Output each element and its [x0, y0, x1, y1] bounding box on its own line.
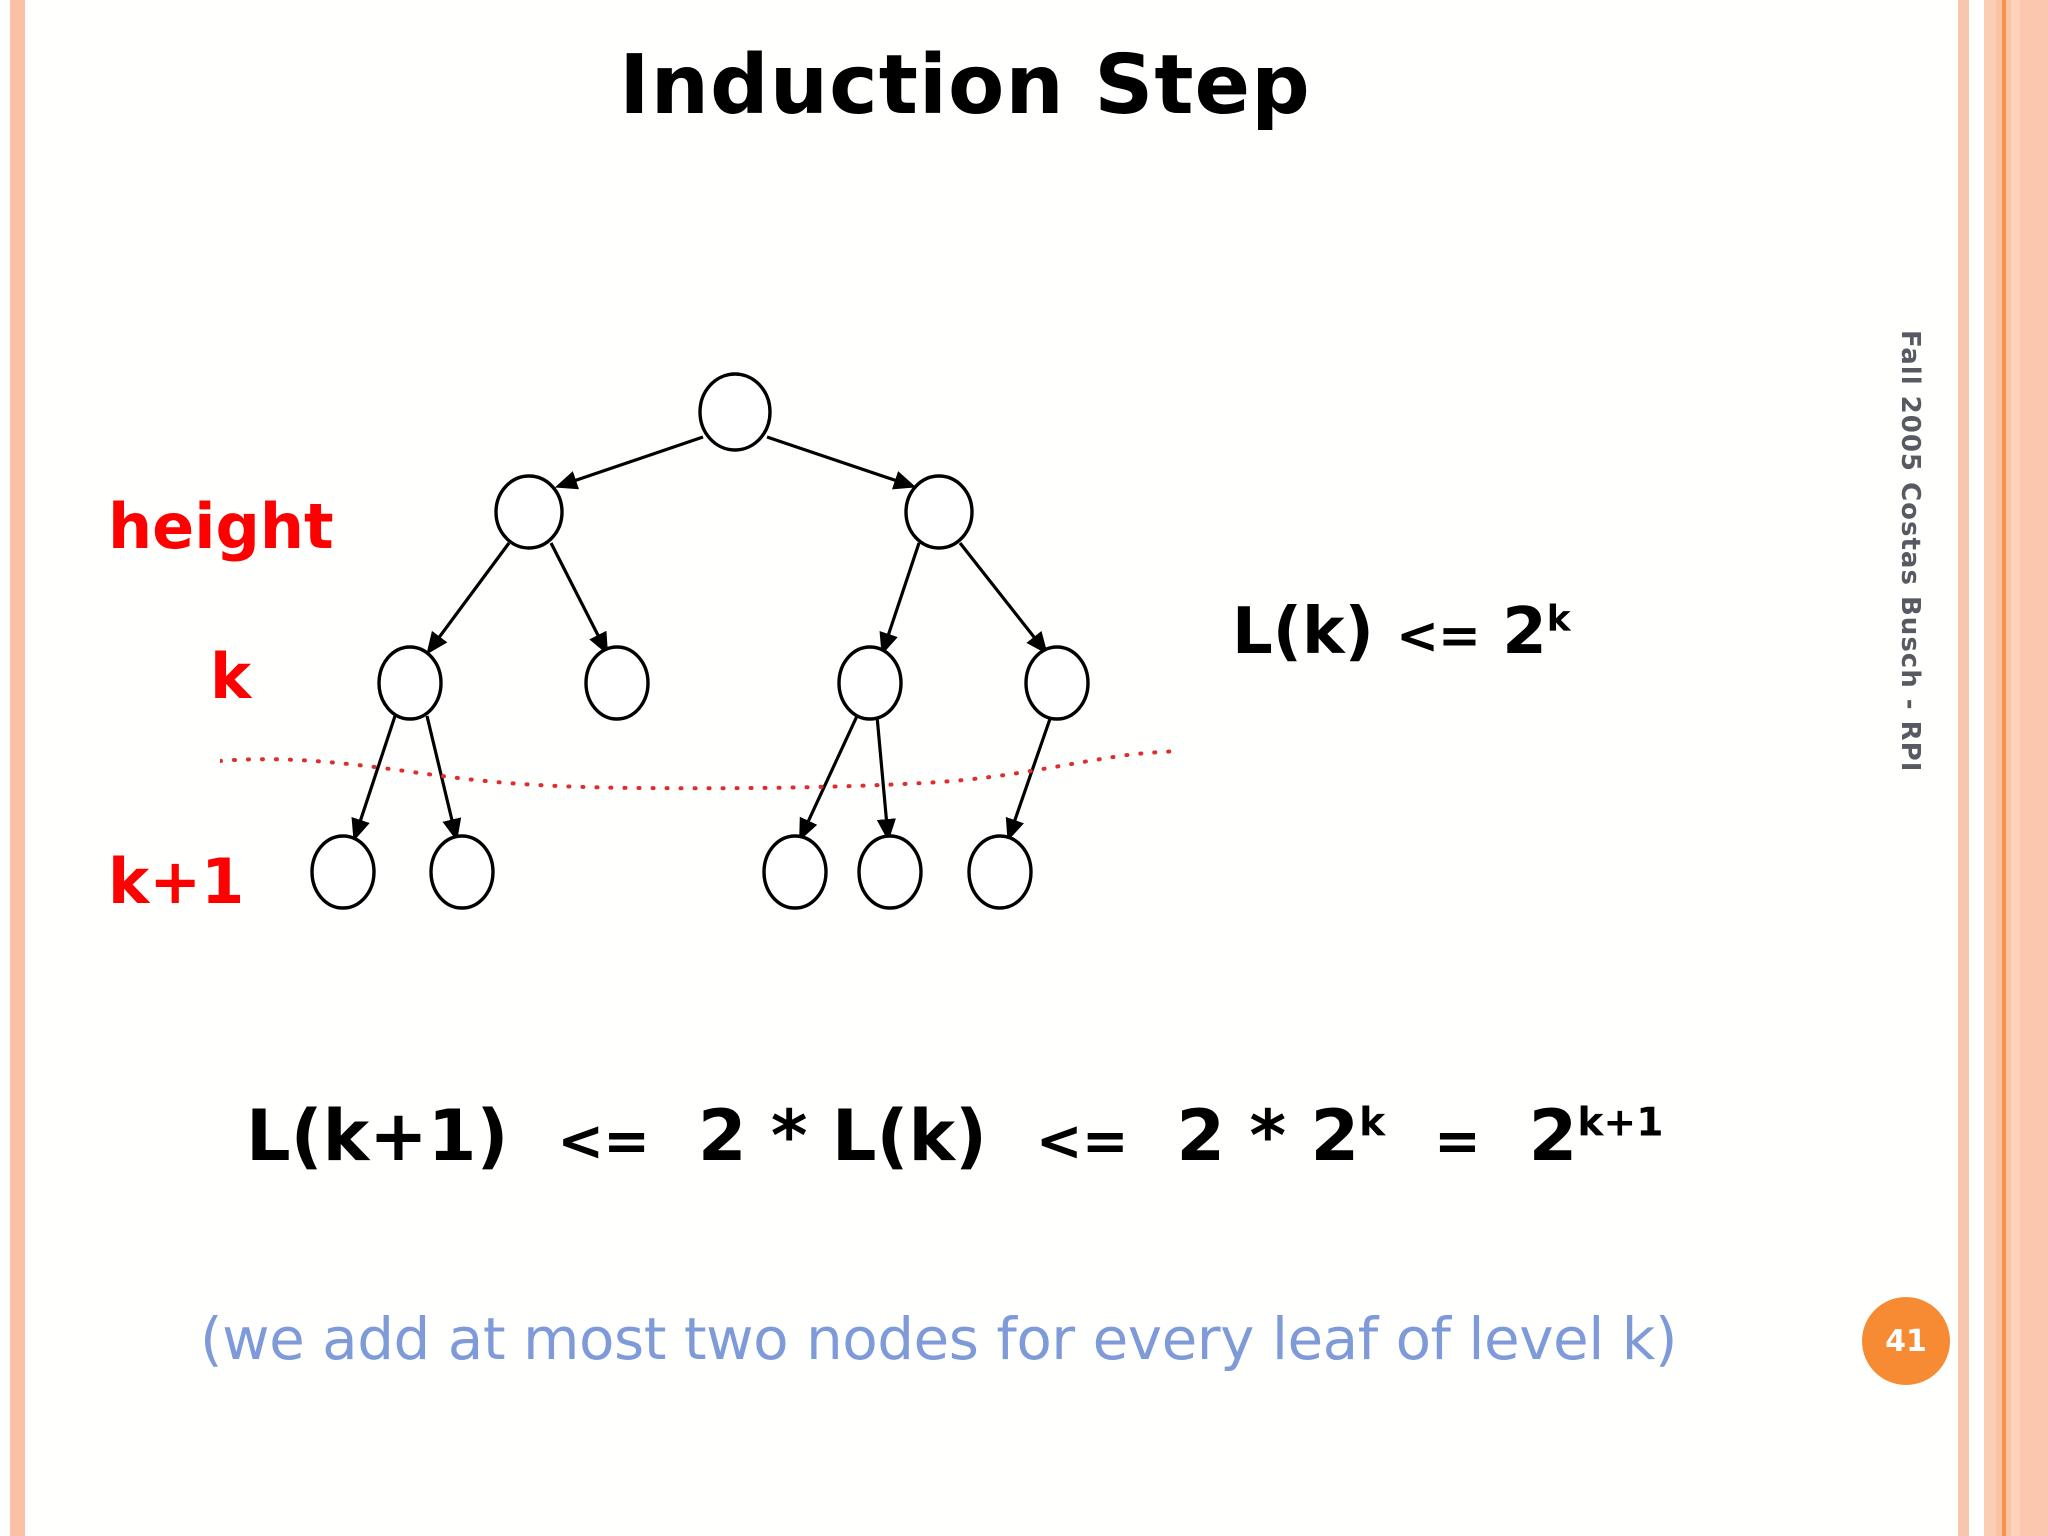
tree-edge [766, 435, 917, 490]
equation-main-part3: 2 * 2 [1176, 1095, 1360, 1177]
tree-node-level-k [1024, 645, 1090, 721]
tree-node-level-k-plus-1 [310, 834, 376, 910]
left-decorative-stripe [10, 0, 25, 1536]
right-decorative-stripe-1 [1958, 0, 1969, 1536]
equation-main-part2: 2 * L(k) [697, 1095, 988, 1177]
tree-node-level-k [837, 645, 903, 721]
tree-edge [799, 715, 859, 842]
tree-edge [426, 542, 511, 655]
tree-node-root [698, 372, 772, 452]
slide-credit-line: Fall 2005 Costas Busch - RPI [1895, 330, 1925, 773]
page-number-badge: 41 [1862, 1297, 1950, 1385]
equation-main-relation1: <= [557, 1109, 650, 1174]
equation-main-part4-exponent: k+1 [1577, 1100, 1664, 1146]
label-height: height [108, 490, 334, 563]
tree-edge [879, 542, 921, 656]
tree-node-level-k-plus-1 [429, 834, 495, 910]
tree-node-level-k-plus-1 [762, 834, 828, 910]
page-number: 41 [1885, 1323, 1927, 1359]
right-decorative-stripe-accent [2002, 0, 2006, 1536]
equation-bound-relation: <= [1396, 606, 1481, 666]
right-decorative-stripe-5 [2011, 0, 2020, 1536]
tree-edge [958, 542, 1048, 655]
equation-main-part4: 2 [1528, 1095, 1578, 1177]
label-level-k-plus-1: k+1 [108, 845, 245, 918]
tree-node-level-k-plus-1 [967, 834, 1033, 910]
tree-edge [351, 715, 397, 842]
equation-main-part1: L(k+1) [246, 1095, 509, 1177]
explanatory-note: (we add at most two nodes for every leaf… [200, 1305, 1678, 1373]
tree-node-level-k-plus-1 [857, 834, 923, 910]
right-decorative-stripe-4 [2006, 0, 2011, 1536]
tree-edge [554, 435, 704, 490]
page-title: Induction Step [619, 38, 1311, 133]
tree-node-level-k [377, 645, 443, 721]
tree-edge [1005, 715, 1053, 842]
equation-main-chain: L(k+1) <= 2 * L(k) <= 2 * 2k = 2k+1 [246, 1095, 1664, 1177]
equation-bound-exponent: k [1546, 598, 1571, 640]
tree-nodes [310, 372, 1090, 910]
equation-bound-lhs: L(k) [1232, 595, 1374, 669]
equation-main-relation2: <= [1035, 1109, 1129, 1174]
level-boundary-dotted-curve [220, 749, 1180, 791]
tree-edge [875, 715, 896, 842]
tree-node [494, 474, 564, 550]
right-decorative-stripe-2 [1984, 0, 1996, 1536]
equation-bound-base: 2 [1502, 595, 1547, 669]
tree-edge [549, 542, 609, 655]
right-decorative-stripe-6 [2020, 0, 2048, 1536]
equation-main-relation3: = [1433, 1109, 1481, 1174]
tree-node-level-k [584, 645, 650, 721]
binary-tree-diagram [220, 372, 1180, 910]
equation-main-part3-exponent: k [1359, 1100, 1386, 1146]
equation-bound: L(k) <= 2k [1232, 595, 1571, 669]
right-decorative-stripe-3 [1996, 0, 2002, 1536]
tree-node [904, 474, 974, 550]
label-level-k: k [210, 640, 252, 713]
